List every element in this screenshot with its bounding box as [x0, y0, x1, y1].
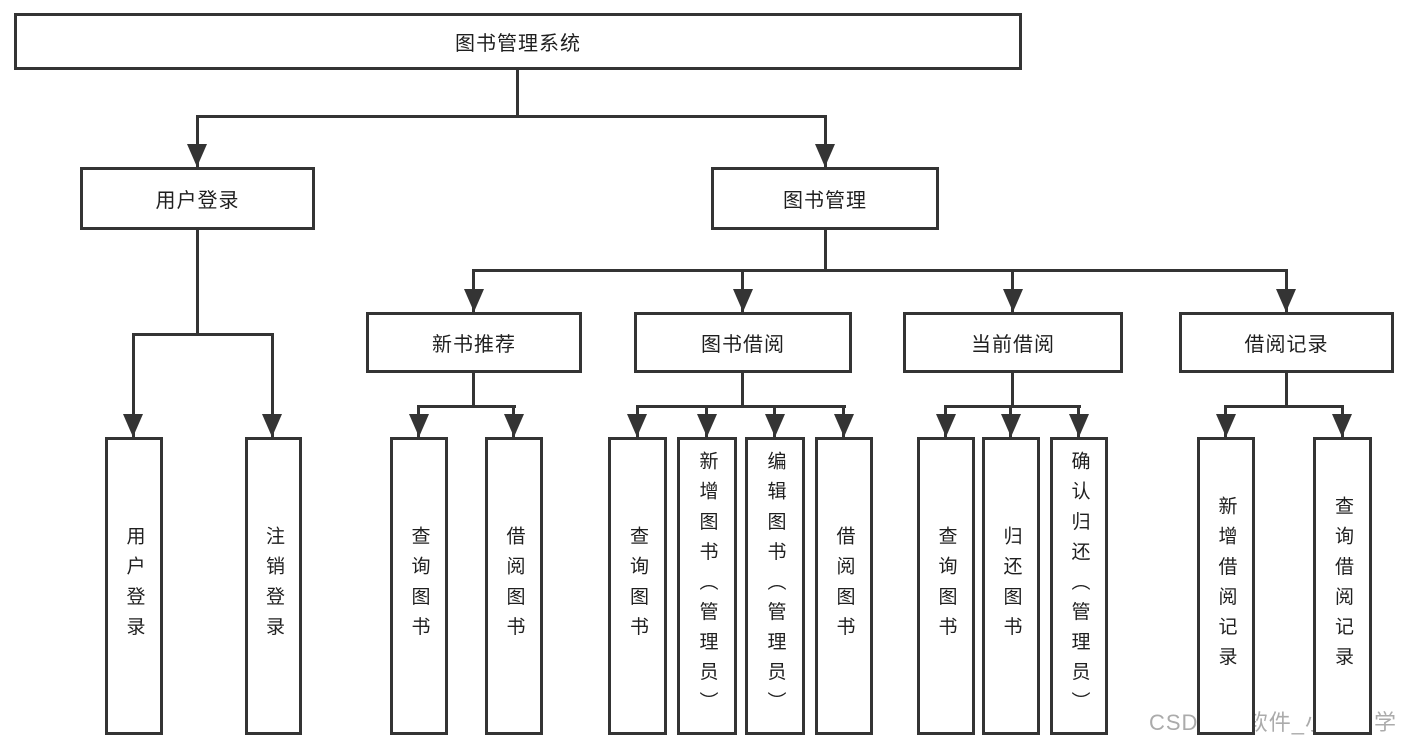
arrow-down-icon [627, 414, 647, 437]
node-leaf-borrow-books-borrowing: 借阅图书 [815, 437, 873, 735]
connector-line [271, 333, 274, 437]
node-label: 借阅记录 [1244, 334, 1329, 356]
node-book-management: 图书管理 [711, 167, 939, 230]
arrow-down-icon [733, 289, 753, 312]
node-label: 查询图书 [627, 525, 648, 647]
node-leaf-add-book-admin: 新增图书（管理员） [677, 437, 737, 735]
connector-line [472, 373, 475, 408]
arrow-down-icon [1003, 289, 1023, 312]
connector-line [824, 230, 827, 272]
node-label: 新增图书（管理员） [696, 450, 718, 722]
node-label: 图书借阅 [701, 334, 785, 356]
arrow-down-icon [1332, 414, 1352, 437]
node-leaf-confirm-return-admin: 确认归还（管理员） [1050, 437, 1108, 735]
connector-line [741, 373, 744, 408]
arrow-down-icon [765, 414, 785, 437]
node-leaf-user-login: 用户登录 [105, 437, 163, 735]
node-label: 新增借阅记录 [1215, 495, 1237, 677]
node-label: 用户登录 [155, 190, 240, 212]
node-label: 查询图书 [408, 525, 430, 647]
node-leaf-query-books-recommend: 查询图书 [390, 437, 448, 735]
connector-line [944, 405, 1081, 408]
connector-line [1224, 405, 1344, 408]
arrow-down-icon [409, 414, 429, 437]
connector-line [196, 230, 199, 336]
arrow-down-icon [936, 414, 956, 437]
connector-line [417, 405, 516, 408]
connector-line [636, 405, 846, 408]
node-leaf-add-borrow-record: 新增借阅记录 [1197, 437, 1255, 735]
node-label: 注销登录 [263, 525, 284, 647]
node-label: 图书管理 [783, 190, 867, 212]
arrow-down-icon [1001, 414, 1021, 437]
node-new-book-recommend: 新书推荐 [366, 312, 582, 373]
connector-line [1011, 373, 1014, 408]
node-label: 查询借阅记录 [1332, 495, 1353, 677]
node-user-login-group: 用户登录 [80, 167, 315, 230]
node-leaf-return-book: 归还图书 [982, 437, 1040, 735]
arrow-down-icon [123, 414, 143, 437]
node-leaf-query-books-current: 查询图书 [917, 437, 975, 735]
connector-line [132, 333, 274, 336]
node-label: 借阅图书 [503, 525, 525, 647]
node-book-borrowing: 图书借阅 [634, 312, 852, 373]
node-leaf-edit-book-admin: 编辑图书（管理员） [745, 437, 805, 735]
arrow-down-icon [815, 144, 835, 167]
node-leaf-query-borrow-record: 查询借阅记录 [1313, 437, 1372, 735]
arrow-down-icon [834, 414, 854, 437]
connector-line [824, 115, 827, 170]
node-label: 当前借阅 [971, 334, 1055, 356]
node-root-system: 图书管理系统 [14, 13, 1022, 70]
connector-line [196, 115, 827, 118]
node-label: 图书管理系统 [455, 33, 581, 55]
arrow-down-icon [1216, 414, 1236, 437]
node-label: 新书推荐 [432, 334, 516, 356]
node-current-borrowing: 当前借阅 [903, 312, 1123, 373]
node-leaf-borrow-books-recommend: 借阅图书 [485, 437, 543, 735]
node-label: 查询图书 [935, 525, 957, 647]
node-label: 确认归还（管理员） [1068, 450, 1090, 722]
connector-line [196, 115, 199, 170]
node-label: 归还图书 [1000, 525, 1022, 647]
arrow-down-icon [1069, 414, 1089, 437]
connector-line [472, 269, 1288, 272]
arrow-down-icon [262, 414, 282, 437]
node-borrowing-records: 借阅记录 [1179, 312, 1394, 373]
connector-line [516, 70, 519, 118]
node-label: 编辑图书（管理员） [764, 450, 786, 722]
arrow-down-icon [504, 414, 524, 437]
node-leaf-logout: 注销登录 [245, 437, 302, 735]
node-label: 借阅图书 [833, 525, 855, 647]
arrow-down-icon [697, 414, 717, 437]
arrow-down-icon [464, 289, 484, 312]
arrow-down-icon [1276, 289, 1296, 312]
node-leaf-query-books-borrowing: 查询图书 [608, 437, 667, 735]
node-label: 用户登录 [123, 525, 145, 647]
arrow-down-icon [187, 144, 207, 167]
connector-line [132, 333, 135, 437]
connector-line [1285, 373, 1288, 408]
